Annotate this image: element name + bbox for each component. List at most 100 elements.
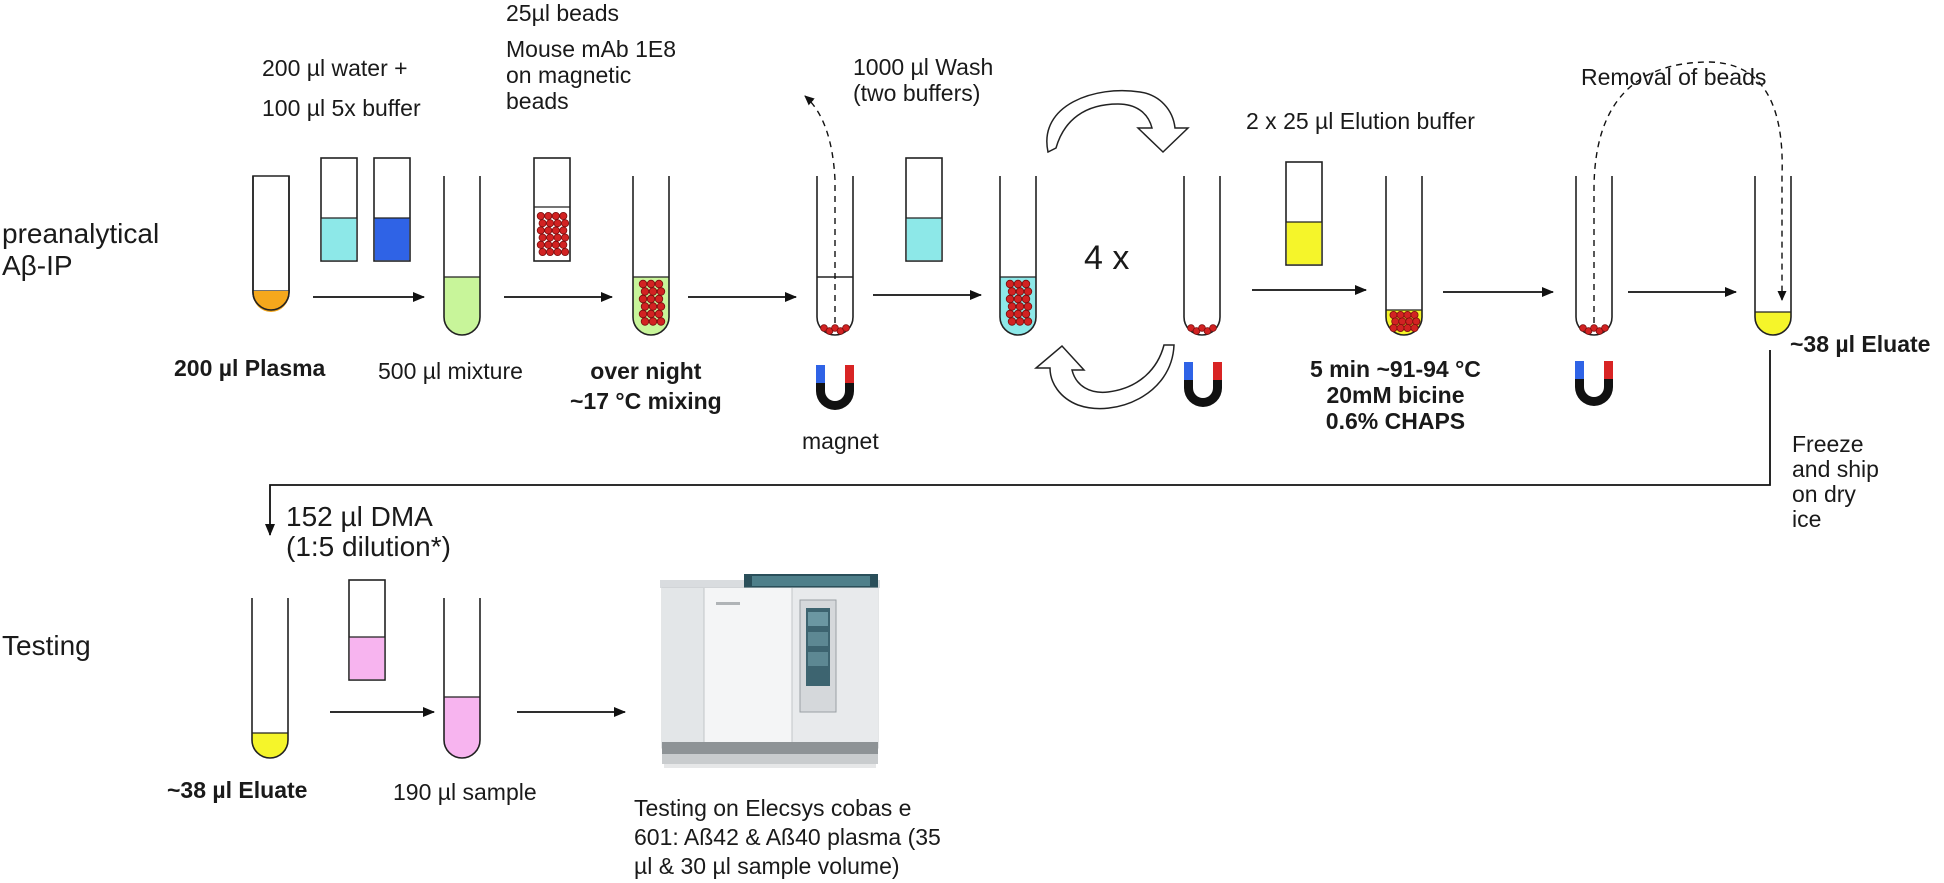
removal-label: Removal of beads: [1581, 64, 1767, 90]
bead: [559, 226, 568, 235]
tube-magnet-2: [1183, 176, 1221, 336]
bead: [842, 324, 850, 332]
bead: [561, 219, 570, 228]
bead: [538, 233, 547, 242]
bead: [1015, 302, 1025, 311]
bead: [1396, 310, 1405, 319]
bead: [1403, 310, 1412, 319]
incubation-label: over night ~17 °C mixing: [570, 358, 722, 414]
tube-washed: [999, 176, 1037, 336]
bead: [1396, 323, 1405, 332]
bead: [553, 219, 562, 228]
dma-label: 152 µl DMA (1:5 dilution*): [286, 501, 451, 562]
tube-sample: [443, 598, 481, 759]
bead: [656, 287, 666, 296]
tube-incubation: [632, 176, 670, 336]
sample-label: 190 µl sample: [393, 779, 537, 805]
bead: [1412, 317, 1421, 326]
bead: [551, 240, 560, 249]
bead: [1005, 309, 1015, 319]
rotate-arrow-icon: [1033, 89, 1190, 410]
bead: [646, 309, 656, 319]
tube-mixture: [443, 176, 481, 336]
bead: [1013, 309, 1023, 319]
bead: [1209, 324, 1217, 332]
bead: [1005, 279, 1015, 289]
tube-water: [320, 157, 358, 262]
bead: [546, 219, 555, 228]
magnet-label: magnet: [802, 428, 879, 454]
wash-label: 1000 µl Wash (two buffers): [853, 54, 994, 106]
bead: [544, 226, 553, 235]
bead: [648, 287, 658, 296]
eluate-top-label: ~38 µl Eluate: [1790, 331, 1931, 357]
tube-magnet-1: [804, 95, 854, 336]
bead: [1015, 287, 1025, 296]
bead: [551, 211, 560, 220]
tube-plasma: [252, 175, 290, 312]
magnet-icon: [1184, 362, 1222, 407]
bead: [656, 302, 666, 311]
bead: [1389, 310, 1398, 319]
bead: [1023, 302, 1033, 311]
bead: [546, 233, 555, 242]
bead: [561, 247, 570, 256]
bead: [1405, 317, 1414, 326]
ship-connector: [265, 350, 1771, 717]
tube-eluate-bottom: [251, 598, 289, 759]
water-buffer-label: 200 µl water + 100 µl 5x buffer: [262, 55, 421, 121]
tube-dma: [348, 579, 386, 681]
bead: [654, 309, 664, 319]
bead: [1013, 279, 1023, 289]
bead: [656, 317, 666, 326]
bead: [646, 279, 656, 289]
plasma-label: 200 µl Plasma: [174, 355, 326, 381]
tube-elution-buffer: [1285, 161, 1323, 266]
bead: [1410, 310, 1419, 319]
bead: [640, 302, 650, 311]
elution-buffer-label: 2 x 25 µl Elution buffer: [1246, 108, 1475, 134]
bead: [553, 233, 562, 242]
magnet-icon: [1575, 361, 1613, 406]
bead: [1013, 294, 1023, 304]
bead: [559, 240, 568, 249]
bead: [1005, 294, 1015, 304]
magnet-icon: [816, 365, 854, 410]
bead: [640, 317, 650, 326]
bead: [536, 240, 545, 249]
bead: [544, 240, 553, 249]
bead: [638, 309, 648, 319]
bead: [546, 247, 555, 256]
bead: [553, 247, 562, 256]
bead: [1007, 302, 1017, 311]
tube-wash: [905, 157, 943, 262]
bead: [559, 211, 568, 220]
bead: [1389, 323, 1398, 332]
bead: [1403, 323, 1412, 332]
row-label-testing: Testing: [2, 630, 91, 661]
bead: [654, 279, 664, 289]
bead: [551, 226, 560, 235]
row-label-preanalytical: preanalytical Aβ-IP: [2, 218, 160, 281]
bead: [1021, 279, 1031, 289]
row1-arrows: [313, 285, 1737, 302]
bead: [536, 226, 545, 235]
bead: [1023, 317, 1033, 326]
tube-eluate-top: [1754, 176, 1792, 336]
bead: [1021, 309, 1031, 319]
tube-beads: [533, 157, 571, 262]
tube-elution: [1385, 176, 1423, 336]
bead: [538, 247, 547, 256]
bead: [1007, 287, 1017, 296]
bead: [561, 233, 570, 242]
bead: [1015, 317, 1025, 326]
repeat-label: 4 x: [1084, 239, 1130, 277]
elution-conditions-label: 5 min ~91-94 °C 20mM bicine 0.6% CHAPS: [1310, 356, 1481, 434]
testing-desc-label: Testing on Elecsys cobas e 601: Aß42 & A…: [634, 795, 941, 879]
bead: [1021, 294, 1031, 304]
analyzer-icon: [660, 574, 880, 768]
bead: [1023, 287, 1033, 296]
ship-label: Freeze and ship on dry ice: [1792, 431, 1879, 532]
tube-buffer: [373, 157, 411, 262]
